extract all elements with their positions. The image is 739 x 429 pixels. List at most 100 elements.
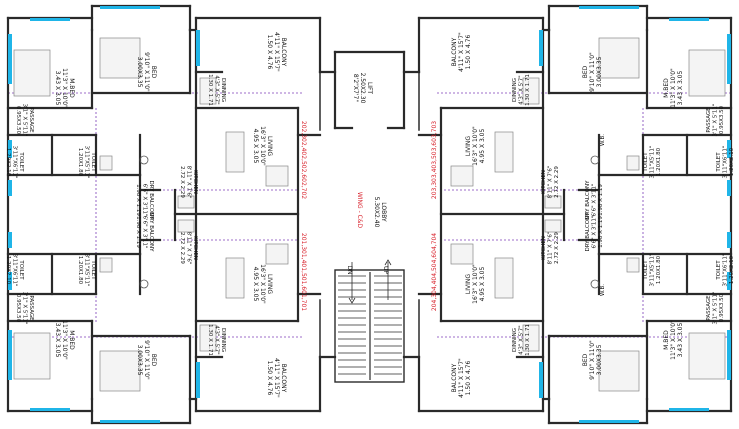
window [196,362,200,398]
lift-label-line: 2.50X2.30 [359,73,366,104]
bed-label: BED9'10" X 11'0"3.00X3.35 [136,52,157,92]
balcony-label: BALCONY4'11" X 15'7"1.50 X 4.76 [266,32,287,72]
mbed-furniture [688,49,726,97]
window [727,140,731,158]
toilet-label-line: TOILET [18,151,24,172]
toilet-label-line: 1.20X2.10 [729,255,735,284]
window [669,18,709,21]
dry-balcony-label-line: 1.98 X 1.19 [135,184,141,216]
dinning-label-line: 4'3" X 5'7" [519,325,525,354]
flat-number-top-left-line: 202,302,402,502,602,702 [300,121,307,199]
bed-label-line: 9'10" X 11'0" [143,52,150,92]
window [30,408,70,411]
kitchen-label-line: KITCHEN [192,236,198,260]
dinning-label: DINNING4'3" X 5'7"1.30 X 1.71 [512,74,531,106]
mbed-label-line: M.BED [663,330,670,350]
bed-label: BED9'10" X 11'0"3.00X3.35 [136,340,157,380]
balcony-label-line: 1.50 X 4.76 [465,361,472,396]
flat-number-bottom-right-line: 204,304,404,504,604,704 [431,233,438,311]
passage-label: PASSAGE3'1" X 5'11"0.95X3.50 [15,104,34,137]
passage-label-line: 3'1" X 5'11" [713,104,719,137]
mbed-label: M.BED11'3" X 10'0"3.43 X 3.05 [663,320,684,360]
mbed-label-line: M.BED [68,78,75,98]
toilet-label-line: 3'11"X6'11" [723,146,729,179]
toilet-label-line: 1.20X1.80 [656,255,662,284]
balcony-label-line: 1.50 X 4.76 [465,35,472,70]
toilet-label: TOILET3'11"X6'11"1.20X2.10 [5,254,24,287]
toilet-label-line: TOILET [90,259,96,280]
dry-balcony-label-line: 6'6" X 3'11" [142,184,148,217]
passage-label-line: PASSAGE [706,107,712,133]
dinning-label: DINNING4'3" X 5'7"1.30 X 1.71 [207,324,226,356]
toilet-label-line: 1.20X2.10 [5,148,11,177]
balcony-label: BALCONY4'11" X 15'7"1.50 X 4.76 [451,32,472,72]
flat-number-bottom-left: 201,301,401,501,601,701 [300,233,307,311]
bed-label-line: BED [582,65,589,78]
wb-label-line: W.B. [600,284,606,296]
bed-label-line: BED [150,66,157,79]
toilet-label-line: 3'11"X5'11" [650,254,656,287]
toilet-label-line: TOILET [643,260,649,281]
balcony-label-line: 4'11" X 15'7" [273,32,280,72]
mbed-label-line: 11'3" X 10'0" [670,320,677,360]
coffee-table [265,165,289,187]
toilet-label-line: 3'11"X6'11" [723,254,729,287]
dinning-label-line: 4'3" X 5'7" [214,75,220,104]
lobby-label-line: 5.30X2.40 [373,197,380,228]
dinning-label-line: DINNING [220,78,226,102]
bed-furniture [598,350,640,392]
passage-label-line: 0.95X3.50 [719,293,725,322]
toilet-label-line: TOILET [716,260,722,281]
kitchen-label-line: 8'11" X 7'6" [548,166,554,199]
dining-table [522,324,540,352]
toilet-label-line: 3'11"X6'11" [12,146,18,179]
flat-number-top-right-line: 203,303,403,503,603,703 [431,121,438,199]
toilet-label: TOILET3'11"X5'11"1.20X1.80 [643,254,662,287]
passage-label-line: 0.95X3.50 [15,106,21,135]
stair-block [334,269,405,383]
kitchen-label-line: 8'11" X 7'6" [186,166,192,199]
bed-label-line: 3.00X3.35 [596,344,603,375]
dry-balcony-label: DRY BALCONY6'6" X 3'11"1.98 X 1.19 [585,212,604,252]
window [579,6,639,9]
toilet-label-line: TOILET [18,259,24,280]
dinning-label-line: 1.30 X 1.71 [207,324,213,356]
mbed-label-line: 11'3" X 10'0" [61,68,68,108]
toilet-label-line: TOILET [716,152,722,173]
coffee-table [265,243,289,265]
dry-balcony-label: DRY BALCONY6'6" X 3'11"1.98 X 1.19 [135,212,154,252]
kitchen-label-line: 8'11" X 7'6" [186,232,192,265]
dry-balcony-label-line: 1.98 X 1.19 [598,184,604,216]
balcony-label-line: BALCONY [451,363,458,392]
window [100,6,160,9]
toilet-label: TOILET3'11"X5'11"1.20X1.80 [643,146,662,179]
passage-label-line: 3'1" X 5'11" [713,292,719,325]
sofa [225,131,245,173]
bed-furniture [598,37,640,79]
toilet-label: TOILET3'11"X6'11"1.20X2.10 [716,146,735,179]
sofa [225,257,245,299]
dry-balcony-label: DRY BALCONY6'6" X 3'11"1.98 X 1.19 [585,180,604,220]
passage-label-line: PASSAGE [28,107,34,133]
balcony-label-line: BALCONY [280,364,287,393]
window [727,232,731,248]
living-label-line: 16'3" X 10'0" [472,126,479,166]
stair-dn-label: DN [346,265,353,274]
wc [626,155,640,171]
toilet-label-line: 1.20X2.10 [5,256,11,285]
wb-label-line: W.B. [600,134,606,146]
kitchen-label-line: 2.72 X 2.29 [179,232,185,264]
wb-basin [139,155,149,165]
window [8,330,12,380]
wc [626,257,640,273]
window [727,330,731,380]
window [30,18,70,21]
living-label-line: LIVING [266,136,273,156]
toilet-label-line: 1.20X2.10 [729,147,735,176]
coffee-table [450,165,474,187]
kitchen-platform [544,219,562,233]
dry-balcony-label-line: 6'6" X 3'11" [592,184,598,217]
living-label-line: 4.95 X 3.05 [252,267,259,302]
window [8,180,12,196]
